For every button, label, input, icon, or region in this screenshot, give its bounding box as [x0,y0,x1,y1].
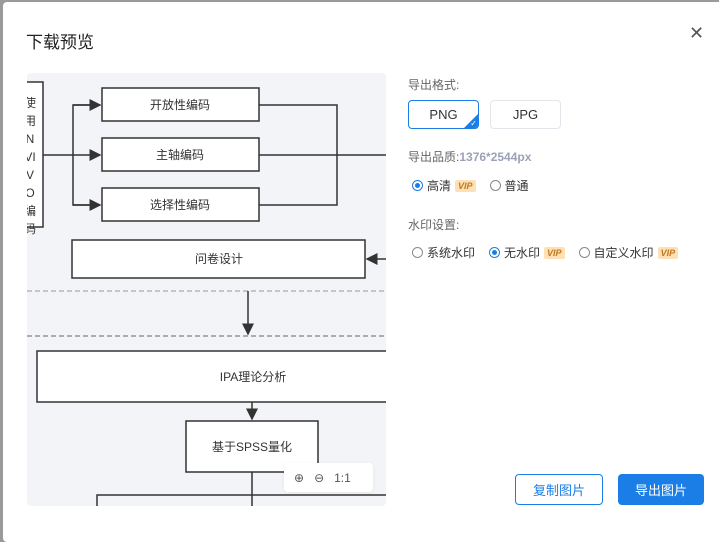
copy-image-button[interactable]: 复制图片 [515,474,603,505]
questionnaire-box [71,239,366,279]
check-icon: ✓ [470,119,477,128]
quality-normal-radio[interactable]: 普通 [489,177,529,194]
box-label: 基于SPSS量化 [212,440,292,454]
radio-selected-icon [412,180,423,191]
nvivo-label-char: N [27,132,34,146]
selective-coding-box [101,187,260,222]
radio-label: 自定义水印 [593,246,654,260]
box-label: IPA理论分析 [220,370,286,384]
export-image-button[interactable]: 导出图片 [618,474,704,505]
radio-label: 高清 [427,179,452,193]
box-label: 开放性编码 [150,97,210,112]
format-label: 导出格式: [408,78,460,92]
box-label: 主轴编码 [156,147,204,162]
quality-value: 1376*2544px [459,150,532,164]
zoom-reset-button[interactable]: 1:1 [334,470,351,485]
radio-selected-icon [489,247,501,258]
format-png-label: PNG [429,107,458,122]
radio-label: 普通 [504,179,529,193]
nvivo-label-char: 使 [27,95,36,110]
open-coding-box [101,87,260,122]
zoom-out-icon[interactable]: ⊖ [314,470,325,485]
ipa-box [36,350,386,403]
nvivo-label-char: 编 [27,203,36,218]
close-icon[interactable]: ✕ [689,23,705,43]
vip-badge: VIP [455,179,476,192]
download-preview-dialog: 下载预览 ✕ [3,2,719,542]
watermark-label: 水印设置: [408,218,460,232]
format-jpg-label: JPG [512,107,539,122]
format-png-option[interactable]: PNG ✓ [408,100,479,129]
radio-icon [412,247,423,258]
dialog-title: 下载预览 [26,33,94,52]
box-label: 问卷设计 [195,251,243,266]
quality-label: 导出品质:1376*2544px [408,148,531,165]
nvivo-label-char: 码 [27,222,36,236]
nvivo-label-char: O [27,186,35,200]
vip-badge: VIP [544,246,565,259]
radio-icon [578,247,590,258]
nvivo-label-char: 用 [27,114,36,128]
format-jpg-option[interactable]: JPG [490,100,561,129]
radio-label: 无水印 [504,246,541,260]
zoom-in-icon[interactable]: ⊕ [294,470,305,485]
watermark-system-radio[interactable]: 系统水印 [412,244,475,261]
nvivo-label-char: VI [27,150,36,164]
zoom-controls: ⊕ ⊖ 1:1 [284,463,373,492]
vip-badge: VIP [657,246,679,259]
spss-box [185,420,319,473]
radio-label: 系统水印 [427,246,476,260]
box-label: 选择性编码 [150,197,210,212]
radio-icon [489,180,501,191]
quality-label-text: 导出品质: [408,150,460,164]
nvivo-label-char: V [27,168,34,182]
